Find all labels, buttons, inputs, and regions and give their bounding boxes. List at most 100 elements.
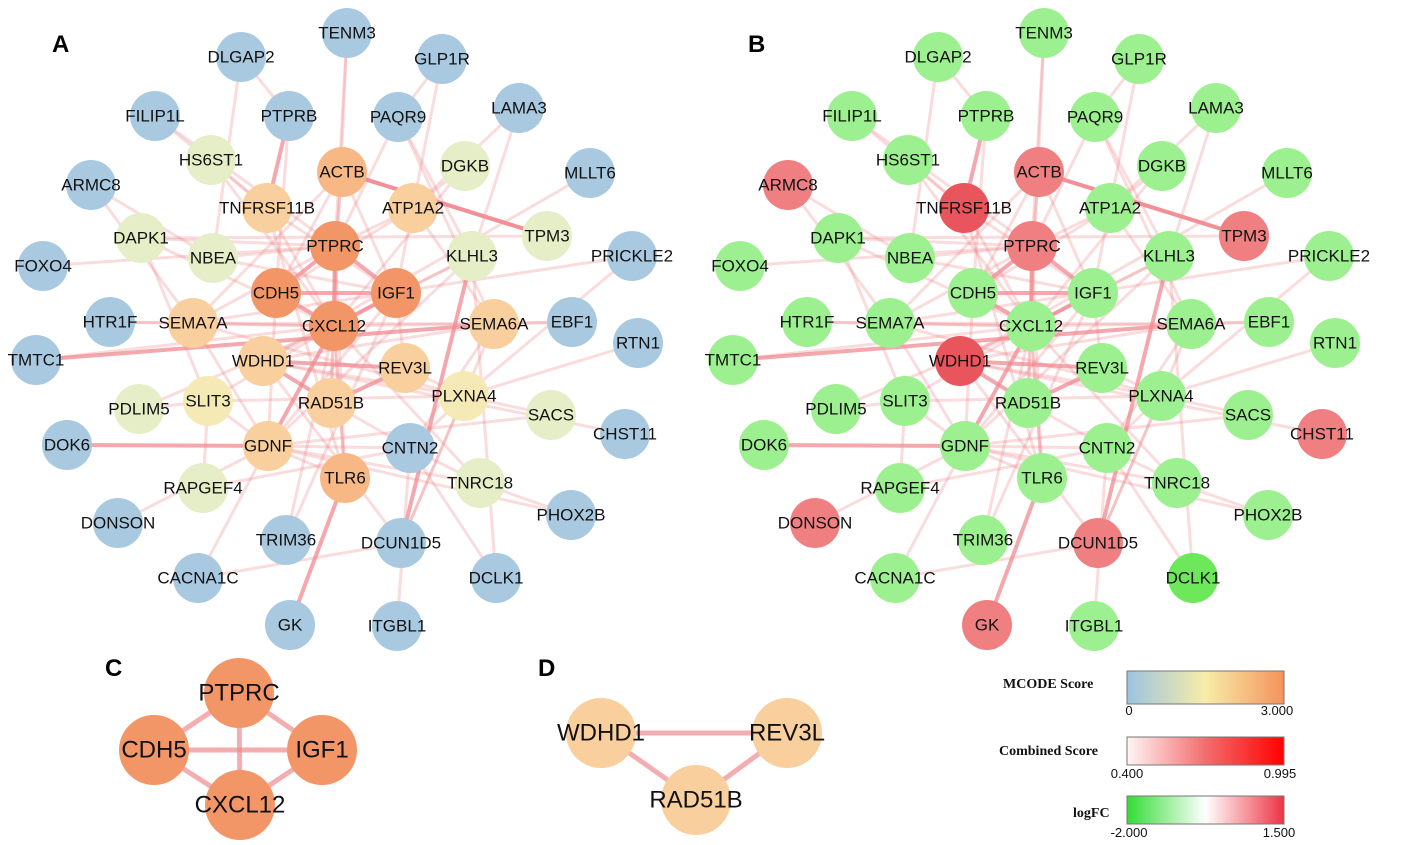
node-circle	[1136, 371, 1186, 421]
node-dclk1: DCLK1	[1166, 553, 1220, 603]
node-label: CXCL12	[195, 792, 286, 819]
node-tpm3: TPM3	[522, 211, 572, 261]
node-circle	[566, 698, 636, 768]
node-actb: ACTB	[317, 147, 367, 197]
node-nbea: NBEA	[188, 233, 238, 283]
network-edge	[267, 444, 481, 485]
node-label: FOXO4	[14, 257, 72, 276]
legend-colorbar	[1126, 736, 1285, 766]
node-chst11: CHST11	[593, 409, 657, 459]
node-circle	[1073, 518, 1123, 568]
node-igf1: IGF1	[1068, 268, 1118, 318]
node-mllt6: MLLT6	[1261, 148, 1313, 198]
node-circle	[1297, 409, 1347, 459]
cluster-node-igf1: IGF1	[287, 715, 357, 785]
network-edge	[1093, 116, 1171, 257]
node-label: ACTB	[319, 163, 364, 182]
node-circle	[380, 343, 430, 393]
node-circle	[661, 765, 731, 835]
node-label: GK	[975, 616, 1000, 635]
node-circle	[940, 421, 990, 471]
legend-min: -2.000	[1111, 825, 1148, 840]
cluster-node-rad51b: RAD51B	[649, 765, 743, 835]
node-circle	[565, 148, 615, 198]
node-circle	[1006, 301, 1056, 351]
node-rapgef4: RAPGEF4	[860, 463, 940, 513]
node-label: CNTN2	[382, 439, 439, 458]
node-label: CDH5	[950, 284, 996, 303]
network-edge	[396, 116, 496, 325]
network-edge	[267, 444, 572, 517]
node-label: PDLIM5	[108, 400, 169, 419]
node-label: RAD51B	[298, 394, 364, 413]
network-edge	[959, 322, 1192, 363]
node-cxcl12: CXCL12	[302, 301, 366, 351]
network-edge	[837, 236, 1033, 248]
node-circle	[310, 221, 360, 271]
node-donson: DONSON	[81, 498, 156, 548]
node-phox2b: PHOX2B	[1234, 490, 1302, 540]
node-label: TNRC18	[1144, 474, 1210, 493]
node-rev3l: REV3L	[378, 343, 432, 393]
node-tnfrsf11b: TNFRSF11B	[219, 183, 315, 233]
network-edge	[1038, 170, 1245, 238]
node-label: KLHL3	[1143, 247, 1195, 266]
node-circle	[320, 453, 370, 503]
network-edge	[341, 170, 548, 238]
node-circle	[471, 553, 521, 603]
node-label: MLLT6	[1261, 164, 1313, 183]
node-gk: GK	[962, 600, 1012, 650]
network-edge	[1030, 32, 1046, 247]
node-label: DONSON	[81, 514, 156, 533]
node-label: RAPGEF4	[860, 479, 939, 498]
node-rev3l: REV3L	[1075, 343, 1129, 393]
network-edge	[266, 254, 474, 448]
panel-letter-a: A	[52, 31, 69, 58]
node-circle	[1166, 299, 1216, 349]
node-label: PTPRC	[198, 680, 279, 707]
node-circle	[885, 233, 935, 283]
node-circle	[1014, 147, 1064, 197]
network-edge	[191, 170, 344, 325]
network-edge	[66, 443, 269, 448]
node-circle	[607, 231, 657, 281]
node-circle	[883, 135, 933, 185]
legend-max: 3.000	[1261, 703, 1294, 718]
node-circle	[935, 336, 985, 386]
node-circle	[178, 463, 228, 513]
node-label: ATP1A2	[1079, 199, 1141, 218]
node-wdhd1: WDHD1	[232, 336, 294, 386]
node-label: WDHD1	[232, 352, 294, 371]
node-tlr6: TLR6	[320, 453, 370, 503]
node-plxna4: PLXNA4	[431, 371, 497, 421]
node-label: ITGBL1	[1065, 617, 1124, 636]
network-edge	[1091, 58, 1141, 294]
node-label: TPM3	[1221, 227, 1266, 246]
node-circle	[42, 420, 92, 470]
node-label: DOK6	[44, 436, 90, 455]
node-ebf1: EBF1	[1244, 297, 1294, 347]
node-circle	[265, 600, 315, 650]
network-edge	[962, 207, 1044, 479]
node-foxo4: FOXO4	[14, 241, 72, 291]
node-wdhd1: WDHD1	[929, 336, 991, 386]
network-edge	[906, 159, 1033, 327]
node-circle	[1244, 297, 1294, 347]
node-label: HTR1F	[83, 313, 138, 332]
node-actb: ACTB	[1014, 147, 1064, 197]
node-circle	[1007, 221, 1057, 271]
node-label: TLR6	[1021, 469, 1063, 488]
node-circle	[1144, 231, 1194, 281]
network-edge	[899, 446, 1108, 490]
network-edge	[981, 325, 1033, 541]
node-label: TMTC1	[8, 351, 65, 370]
node-circle	[708, 335, 758, 385]
node-tmtc1: TMTC1	[8, 335, 65, 385]
network-edge	[1029, 324, 1179, 485]
network-edge	[1030, 320, 1270, 328]
node-circle	[447, 231, 497, 281]
node-dlgap2: DLGAP2	[904, 32, 972, 82]
node-circle	[913, 32, 963, 82]
node-donson: DONSON	[778, 498, 852, 548]
